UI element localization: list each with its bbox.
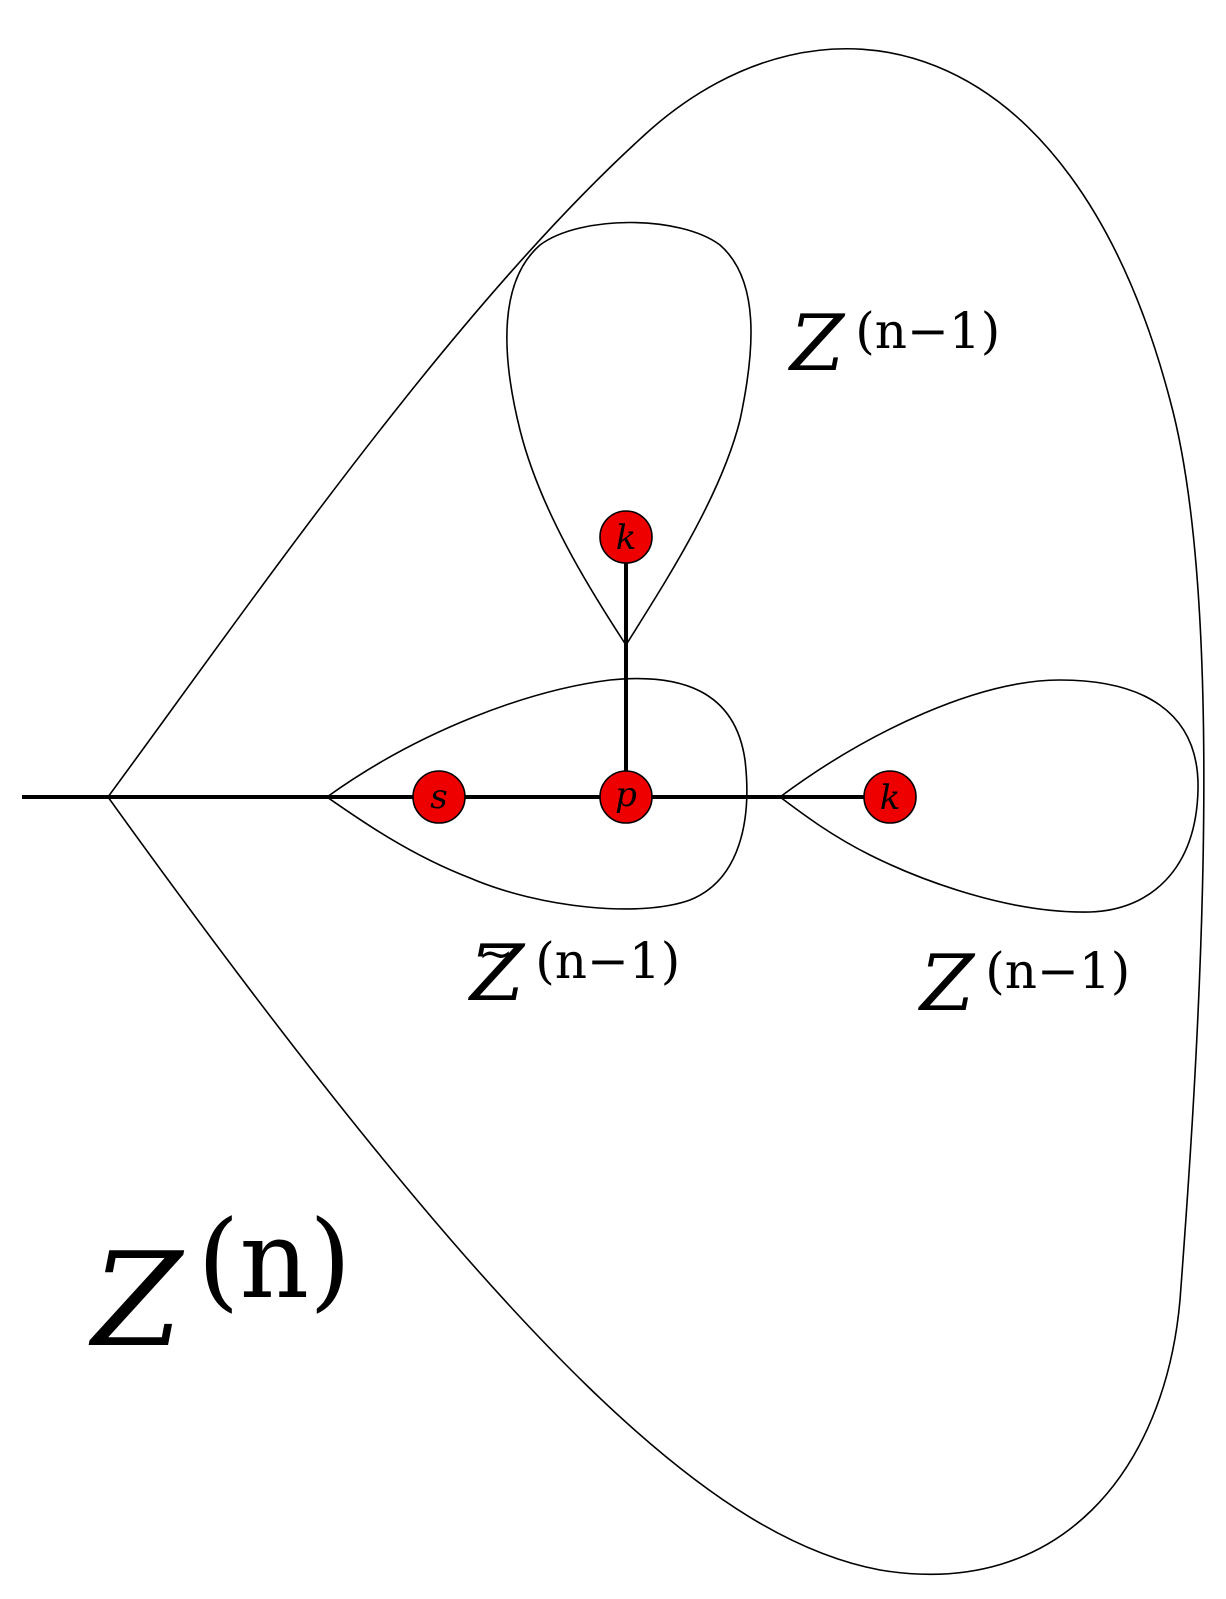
label-outer: Z (n) — [88, 1198, 351, 1376]
node-k-top: k — [599, 510, 653, 564]
label-outer-sup: (n) — [197, 1198, 351, 1323]
label-right-subtree-sup: (n−1) — [985, 942, 1130, 1000]
label-top-subtree: Z (n−1) — [787, 299, 1000, 389]
node-k-top-label: k — [616, 518, 637, 558]
node-k-right: k — [863, 770, 917, 824]
outer-region-outline — [107, 48, 1205, 1576]
label-middle-subtree-base: Z — [467, 929, 526, 1019]
label-right-subtree-base: Z — [917, 939, 976, 1029]
node-s-label: s — [430, 777, 447, 817]
label-top-subtree-base: Z — [787, 299, 846, 389]
node-k-right-label: k — [880, 778, 901, 818]
label-middle-subtree-accent: ~ — [478, 929, 513, 978]
label-middle-subtree: Z (n−1) — [467, 929, 680, 1019]
top-subtree-outline — [506, 221, 752, 647]
label-right-subtree: Z (n−1) — [917, 939, 1130, 1029]
label-outer-base: Z — [88, 1224, 185, 1376]
label-middle-subtree-sup: (n−1) — [535, 932, 680, 990]
node-s: s — [412, 770, 466, 824]
middle-subtree-outline — [325, 677, 748, 910]
label-top-subtree-sup: (n−1) — [855, 302, 1000, 360]
node-p: p — [599, 770, 653, 824]
right-subtree-outline — [778, 679, 1199, 913]
node-p-label: p — [615, 775, 637, 815]
